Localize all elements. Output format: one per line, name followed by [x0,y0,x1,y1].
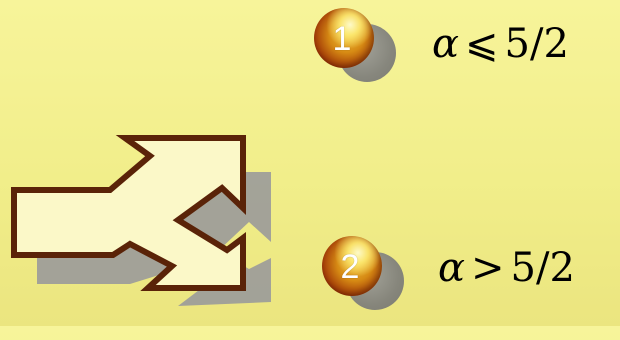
option-1-threshold: 5/2 [504,21,569,67]
numbered-ball-icon [314,8,374,68]
numbered-ball-icon [322,236,382,296]
option-2-marker: 2 [322,236,432,322]
option-2-number: 2 [340,248,360,286]
option-2-condition: α>5/2 [438,246,575,290]
option-1-marker: 1 [314,8,424,94]
fork-arrow-icon [11,135,271,306]
diagram-canvas: 1 α⩽5/2 2 α>5/2 [11,8,575,322]
option-2-variable: α [438,245,466,291]
option-1-variable: α [432,21,460,67]
option-1-relation: ⩽ [465,21,499,67]
option-1-number: 1 [332,20,352,58]
option-2-relation: > [471,245,505,291]
fork-arrow-body [11,135,246,291]
option-1-condition: α⩽5/2 [432,22,569,66]
option-2-threshold: 5/2 [510,245,575,291]
